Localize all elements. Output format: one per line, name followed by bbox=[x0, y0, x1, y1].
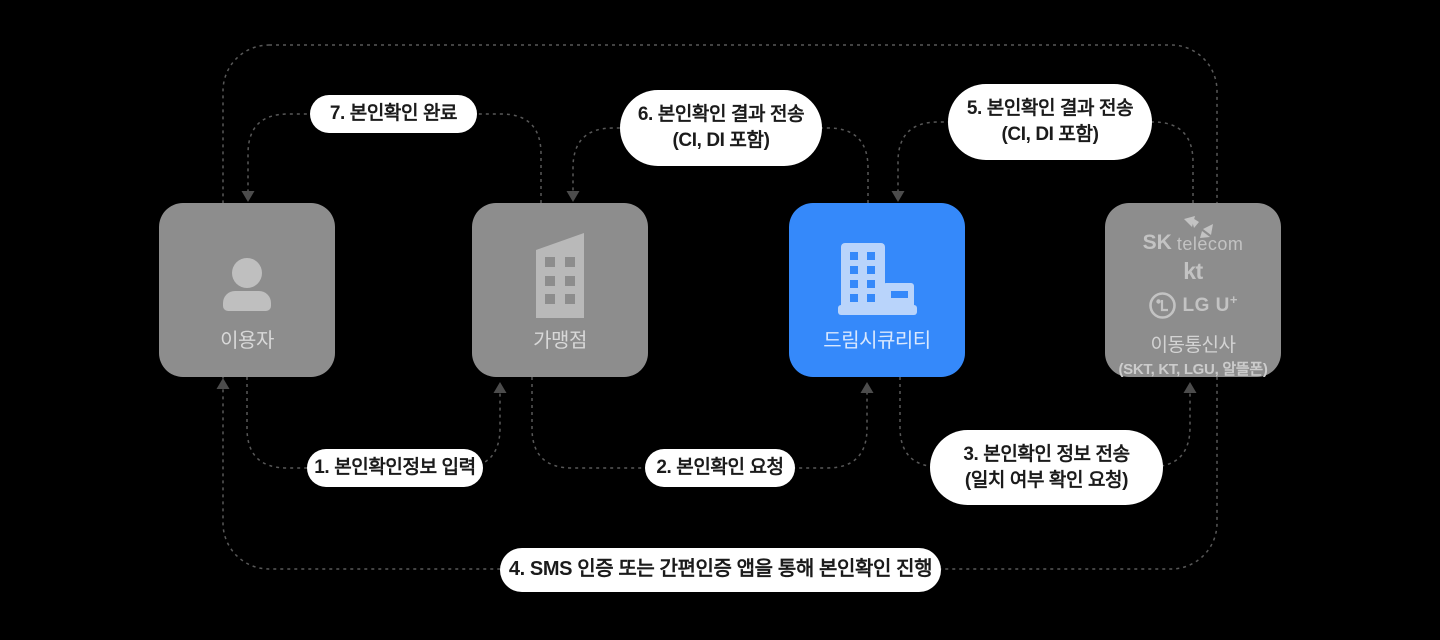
entity-carriers: SK telecom kt LG U+ 이동통신사 (SKT, KT, LGU,… bbox=[1105, 203, 1281, 377]
arrowhead-step1 bbox=[493, 382, 507, 393]
lg-logo-text: LG U bbox=[1182, 294, 1230, 316]
connector-step1 bbox=[246, 377, 501, 469]
lg-uplus-logo: LG U+ bbox=[1148, 292, 1238, 319]
connector-step5 bbox=[897, 121, 1194, 203]
entity-carriers-sublabel: (SKT, KT, LGU, 알뜰폰) bbox=[1118, 361, 1268, 378]
sk-logo-text: SK bbox=[1142, 231, 1172, 254]
office-building-icon bbox=[838, 243, 917, 315]
lg-plus-text: + bbox=[1229, 292, 1238, 307]
sk-telecom-logo: SK telecom bbox=[1142, 216, 1244, 254]
entity-merchant: 가맹점 bbox=[472, 203, 648, 377]
entity-user-label: 이용자 bbox=[220, 330, 274, 352]
entity-user: 이용자 bbox=[159, 203, 335, 377]
building-icon bbox=[536, 233, 584, 318]
arrowhead-step6 bbox=[566, 191, 580, 202]
arrowhead-step4 bbox=[216, 378, 230, 389]
entity-dream-security-label: 드림시큐리티 bbox=[823, 330, 931, 352]
arrowhead-step3 bbox=[1183, 382, 1197, 393]
sk-butterfly-icon bbox=[1183, 216, 1213, 238]
step-6-label: 6. 본인확인 결과 전송 (CI, DI 포함) bbox=[620, 90, 822, 166]
step-7-label: 7. 본인확인 완료 bbox=[310, 95, 477, 133]
arrowhead-step2 bbox=[860, 382, 874, 393]
step-3-label: 3. 본인확인 정보 전송 (일치 여부 확인 요청) bbox=[930, 430, 1163, 505]
step-4-label: 4. SMS 인증 또는 간편인증 앱을 통해 본인확인 진행 bbox=[500, 548, 941, 592]
entity-merchant-label: 가맹점 bbox=[533, 330, 587, 352]
telecom-logo-text: telecom bbox=[1176, 234, 1244, 254]
entity-dream-security: 드림시큐리티 bbox=[789, 203, 965, 377]
lg-circle-icon bbox=[1148, 292, 1176, 319]
step-5-label: 5. 본인확인 결과 전송 (CI, DI 포함) bbox=[948, 84, 1152, 160]
kt-logo: kt bbox=[1183, 258, 1203, 284]
person-icon bbox=[159, 203, 335, 377]
arrowhead-step7 bbox=[241, 191, 255, 202]
entity-carriers-label: 이동통신사 bbox=[1150, 335, 1236, 356]
arrowhead-step5 bbox=[891, 191, 905, 202]
step-2-label: 2. 본인확인 요청 bbox=[645, 449, 795, 487]
step-1-label: 1. 본인확인정보 입력 bbox=[307, 449, 483, 487]
